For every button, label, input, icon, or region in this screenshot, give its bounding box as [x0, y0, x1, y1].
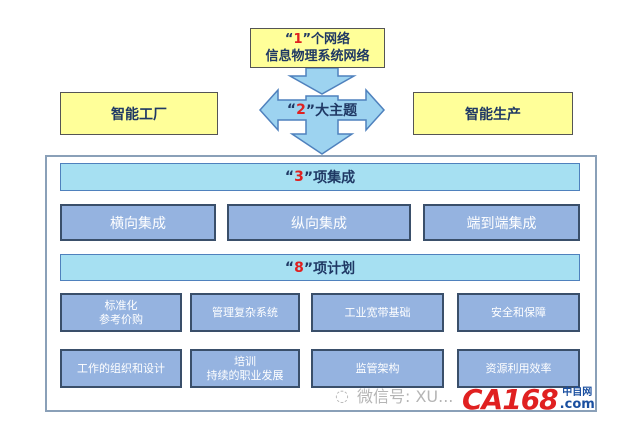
- outer-container: [45, 155, 597, 412]
- integration-item: 横向集成: [60, 204, 216, 241]
- ca168-logo: CA168 中自网 .com: [462, 382, 595, 416]
- plan-item: 标准化参考价购: [60, 293, 182, 332]
- integration-item: 纵向集成: [227, 204, 411, 241]
- wechat-icon: ◌: [335, 385, 349, 405]
- plan-item: 资源利用效率: [457, 349, 580, 388]
- plan-item: 培训持续的职业发展: [190, 349, 300, 388]
- themes-label: “2”大主题: [286, 102, 358, 119]
- network-title: “1”个网络: [284, 32, 351, 47]
- integration-item: 端到端集成: [423, 204, 580, 241]
- plan-item: 安全和保障: [457, 293, 580, 332]
- smart-production-box: 智能生产: [413, 92, 573, 135]
- cross-arrow-icon: [258, 68, 386, 155]
- plan-item: 管理复杂系统: [190, 293, 300, 332]
- integration-header: “3”项集成: [60, 163, 580, 191]
- network-box: “1”个网络 信息物理系统网络: [250, 28, 385, 68]
- plan-item: 工作的组织和设计: [60, 349, 182, 388]
- smart-factory-box: 智能工厂: [60, 92, 218, 135]
- network-subtitle: 信息物理系统网络: [265, 49, 370, 64]
- plan-item: 监管架构: [311, 349, 444, 388]
- plans-header: “8”项计划: [60, 254, 580, 281]
- plan-item: 工业宽带基础: [311, 293, 444, 332]
- wechat-watermark: ◌微信号: XU...: [335, 385, 454, 407]
